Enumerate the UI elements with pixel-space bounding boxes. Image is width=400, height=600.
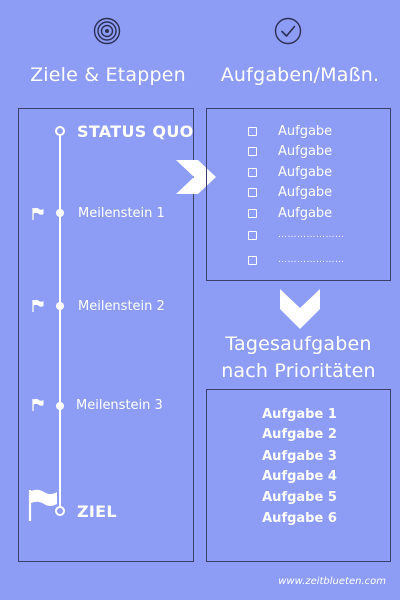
- goal-label: ZIEL: [77, 502, 117, 521]
- daily-tasks-box: [206, 389, 391, 562]
- status-quo-label: STATUS QUO: [77, 122, 194, 141]
- target-icon: [93, 17, 121, 45]
- checkbox-icon[interactable]: [248, 126, 257, 136]
- milestone-label: Meilenstein 1: [78, 206, 165, 221]
- milestone-node: [56, 402, 64, 410]
- checkbox-icon[interactable]: [248, 187, 257, 197]
- checkbox-icon[interactable]: [248, 208, 257, 218]
- task-item: …………………: [248, 253, 345, 267]
- task-label: Aufgabe: [278, 123, 333, 139]
- timeline-end-node: [55, 506, 65, 516]
- task-item: Aufgabe: [248, 123, 333, 139]
- milestone-label: Meilenstein 3: [76, 398, 163, 413]
- daily-tasks-subtitle: nach Prioritäten: [221, 360, 376, 382]
- task-item: Aufgabe: [248, 143, 333, 159]
- daily-task-item: Aufgabe 5: [262, 490, 337, 505]
- timeline-start-node: [55, 126, 65, 136]
- task-item: Aufgabe: [248, 184, 333, 200]
- task-label: Aufgabe: [278, 164, 333, 180]
- checkbox-icon[interactable]: [248, 230, 257, 240]
- task-label: Aufgabe: [278, 184, 333, 200]
- flag-icon: [31, 298, 45, 312]
- large-flag-icon: [26, 488, 60, 522]
- left-column-title: Ziele & Etappen: [30, 64, 186, 86]
- milestone-node: [56, 302, 64, 310]
- checkbox-icon[interactable]: [248, 167, 257, 177]
- timeline-line: [59, 131, 61, 511]
- task-label: Aufgabe: [278, 205, 333, 221]
- task-placeholder: …………………: [278, 255, 345, 265]
- daily-tasks-title: Tagesaufgaben: [225, 333, 372, 355]
- task-item: …………………: [248, 228, 345, 242]
- chevron-down-icon: [280, 289, 320, 329]
- daily-task-item: Aufgabe 2: [262, 427, 337, 442]
- milestone-node: [56, 209, 64, 217]
- daily-task-item: Aufgabe 4: [262, 469, 337, 484]
- task-label: Aufgabe: [278, 143, 333, 159]
- daily-task-item: Aufgabe 1: [262, 407, 337, 422]
- flag-icon: [31, 397, 45, 411]
- checkmark-circle-icon: [274, 17, 302, 45]
- goals-timeline-box: [18, 108, 194, 562]
- daily-task-item: Aufgabe 3: [262, 449, 337, 464]
- task-item: Aufgabe: [248, 205, 333, 221]
- task-item: Aufgabe: [248, 164, 333, 180]
- right-column-title: Aufgaben/Maßn.: [220, 64, 380, 86]
- flag-icon: [31, 206, 45, 220]
- checkbox-icon[interactable]: [248, 146, 257, 156]
- tasks-box: [206, 108, 391, 281]
- daily-task-item: Aufgabe 6: [262, 511, 337, 526]
- task-placeholder: …………………: [278, 230, 345, 240]
- website-url[interactable]: www.zeitblueten.com: [278, 576, 386, 587]
- milestone-label: Meilenstein 2: [78, 299, 165, 314]
- checkbox-icon[interactable]: [248, 255, 257, 265]
